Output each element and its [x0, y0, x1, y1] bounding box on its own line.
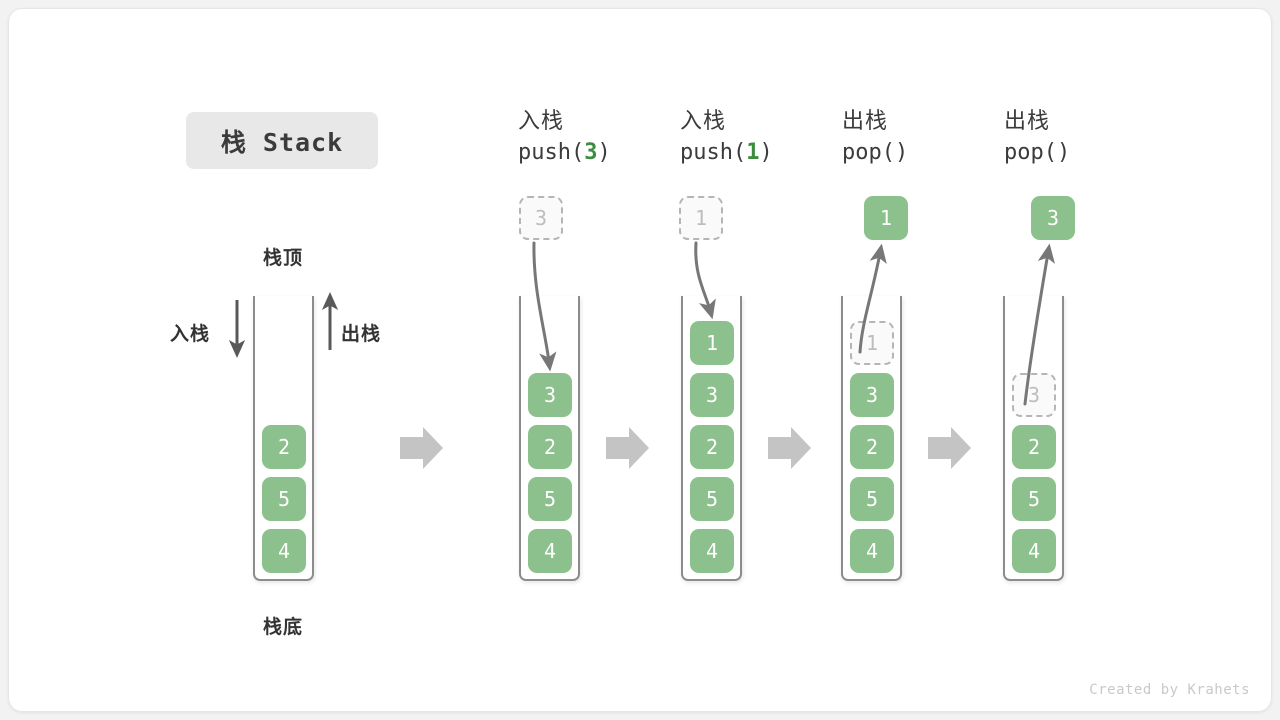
pop-side-label: 出栈 [341, 323, 382, 345]
stack-cell-ghost: 1 [850, 321, 894, 365]
stage-op-code-arg: 1 [746, 140, 760, 165]
stage-op-code-arg: 3 [584, 140, 598, 165]
stage-op-code: push(1) [680, 137, 870, 169]
stack-cell: 2 [850, 425, 894, 469]
stack-cell: 5 [850, 477, 894, 521]
stack-cell: 2 [690, 425, 734, 469]
stage-op-code-prefix: push( [518, 140, 585, 165]
stage-op-code: pop() [1004, 137, 1194, 169]
stage-op-cn: 出栈 [842, 109, 889, 134]
stage-op-code-suffix: ) [597, 140, 611, 165]
push-side-label: 入栈 [170, 323, 211, 345]
floating-element-pop-3: 3 [1031, 196, 1075, 240]
stack-cell: 4 [1012, 529, 1056, 573]
stack-cell: 4 [850, 529, 894, 573]
stack-container [519, 296, 580, 581]
stage-op-code: push(3) [518, 137, 708, 169]
diagram-title-chip: 栈 Stack [186, 112, 378, 169]
stack-cell: 4 [690, 529, 734, 573]
stack-cell: 2 [528, 425, 572, 469]
stack-cell: 1 [690, 321, 734, 365]
stage-op-code-suffix: ) [894, 140, 909, 165]
stage-op-cn: 出栈 [1004, 109, 1051, 134]
footer-credit: Created by Krahets [1089, 682, 1250, 698]
stack-cell: 2 [262, 425, 306, 469]
stage-header-pop-1: 出栈 pop() [842, 107, 1032, 169]
stack-container [841, 296, 902, 581]
stack-cell: 5 [690, 477, 734, 521]
stack-cell: 3 [850, 373, 894, 417]
floating-element-push-1: 1 [679, 196, 723, 240]
stage-op-code-suffix: ) [759, 140, 773, 165]
stack-container [1003, 296, 1064, 581]
stack-container [253, 296, 314, 581]
stage-op-code-prefix: pop( [842, 140, 895, 165]
stack-cell: 3 [528, 373, 572, 417]
stack-cell: 2 [1012, 425, 1056, 469]
stack-cell: 3 [690, 373, 734, 417]
stage-op-code-prefix: push( [680, 140, 747, 165]
stack-bottom-label: 栈底 [262, 616, 303, 638]
stage-op-code: pop() [842, 137, 1032, 169]
stage-op-code-suffix: ) [1056, 140, 1071, 165]
stack-container [681, 296, 742, 581]
stage-op-code-prefix: pop( [1004, 140, 1057, 165]
stack-cell: 4 [262, 529, 306, 573]
stage-header-push-1: 入栈 push(1) [680, 107, 870, 169]
stage-op-cn: 入栈 [518, 109, 565, 134]
stack-top-label: 栈顶 [262, 247, 303, 269]
stage-op-cn: 入栈 [680, 109, 727, 134]
stack-cell: 5 [528, 477, 572, 521]
stack-cell: 5 [1012, 477, 1056, 521]
floating-element-pop-1: 1 [864, 196, 908, 240]
stage-header-push-3: 入栈 push(3) [518, 107, 708, 169]
floating-element-push-3: 3 [519, 196, 563, 240]
stack-cell-ghost: 3 [1012, 373, 1056, 417]
stage-header-pop-3: 出栈 pop() [1004, 107, 1194, 169]
stack-cell: 5 [262, 477, 306, 521]
stack-cell: 4 [528, 529, 572, 573]
